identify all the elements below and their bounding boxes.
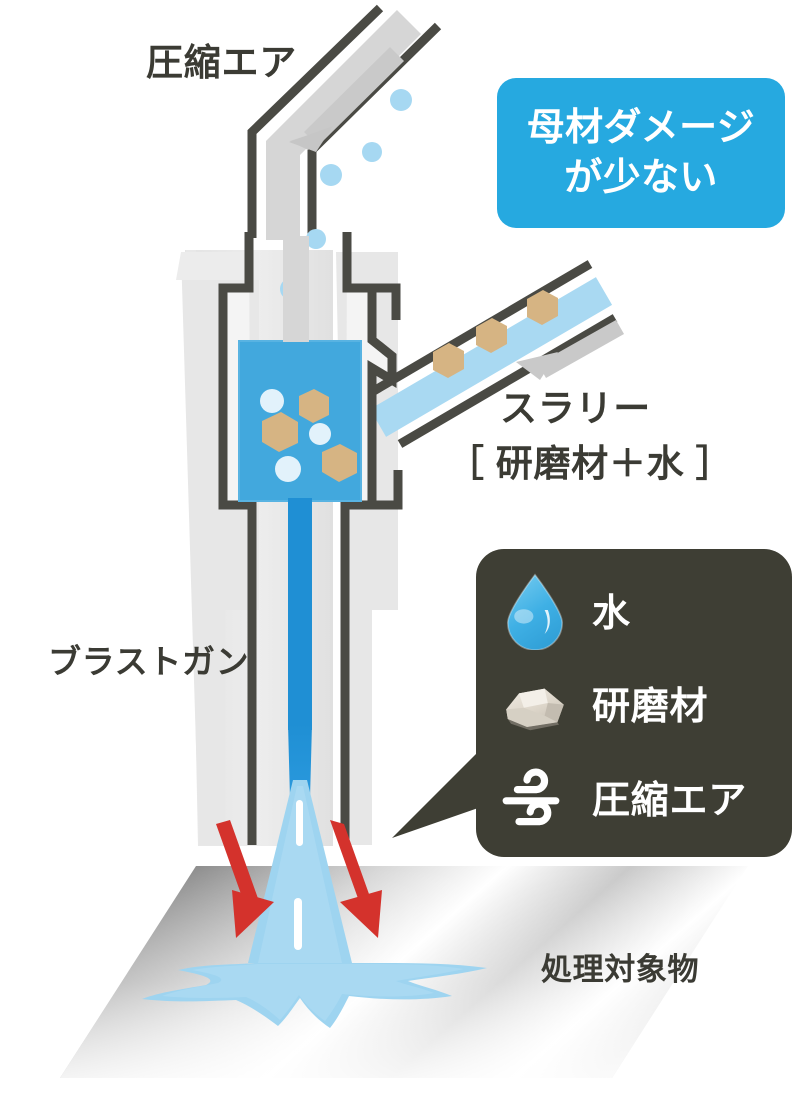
impact-arrow-right: [330, 820, 382, 938]
compressed-air-inlet-tube: [247, 4, 442, 300]
slurry-inlet-tube: [369, 260, 624, 448]
slurry-direction-arrow: [516, 320, 624, 380]
legend-item-compressed-air: 圧縮エア: [476, 751, 792, 841]
legend-item-abrasive: 研磨材: [476, 658, 792, 748]
legend-item-water: 水: [476, 565, 792, 655]
callout-badge-low-base-material-damage: 母材ダメージ が少ない: [497, 78, 785, 228]
label-blast-gun: ブラストガン: [48, 643, 250, 680]
callout-line-2: が少ない: [564, 157, 718, 199]
legend-label-water: 水: [592, 593, 631, 636]
abrasive-rock-icon: [492, 660, 578, 746]
water-drop-icon: [492, 567, 578, 653]
impact-arrows: [216, 820, 382, 938]
chamber-water-bubbles: [260, 389, 331, 482]
chamber-abrasive-particles: [262, 389, 357, 482]
label-compressed-air: 圧縮エア: [146, 42, 297, 83]
compressed-air-wind-icon: [492, 753, 578, 839]
legend-card: 水 研磨材: [476, 549, 792, 857]
mixing-chamber: [238, 236, 362, 502]
label-target-object: 処理対象物: [541, 952, 700, 987]
legend-label-compressed-air: 圧縮エア: [592, 779, 748, 822]
spray-cone-and-splash: [142, 780, 487, 1028]
label-slurry: スラリー: [500, 388, 651, 429]
label-slurry-composition: ［ 研磨材＋水 ］: [447, 443, 734, 484]
impact-arrow-left: [216, 820, 274, 938]
slurry-abrasive-particles: [433, 290, 558, 378]
callout-line-1: 母材ダメージ: [526, 106, 756, 149]
legend-label-abrasive: 研磨材: [592, 686, 709, 729]
compressed-air-direction-arrow: [289, 47, 404, 152]
